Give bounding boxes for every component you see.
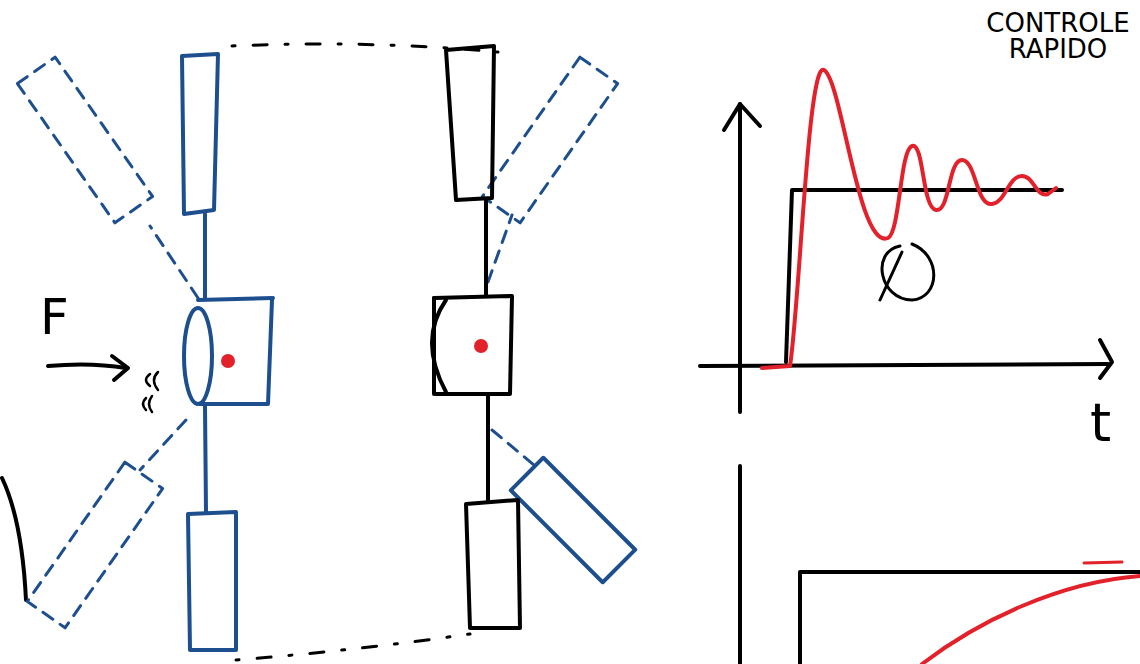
dashed-outline	[236, 634, 470, 660]
axis-label: t	[1090, 396, 1134, 450]
blue-ghost-blades	[482, 57, 635, 582]
pivot-dot	[474, 339, 488, 353]
blue-rotor	[17, 54, 273, 650]
slow-response-curve	[922, 576, 1140, 664]
force-label: F	[40, 292, 90, 342]
black-rotor	[432, 46, 520, 628]
chart-title: CONTROLE RAPIDO	[982, 10, 1134, 62]
force-arrow	[48, 356, 158, 412]
pivot-dot	[221, 354, 235, 368]
dip-mark	[880, 244, 934, 300]
edge-shape	[2, 478, 26, 600]
bottom-chart-axes	[740, 466, 1140, 664]
fast-response-curve	[762, 70, 1056, 368]
slow-response-curve	[1084, 562, 1122, 563]
top-chart-axes	[700, 104, 1112, 412]
